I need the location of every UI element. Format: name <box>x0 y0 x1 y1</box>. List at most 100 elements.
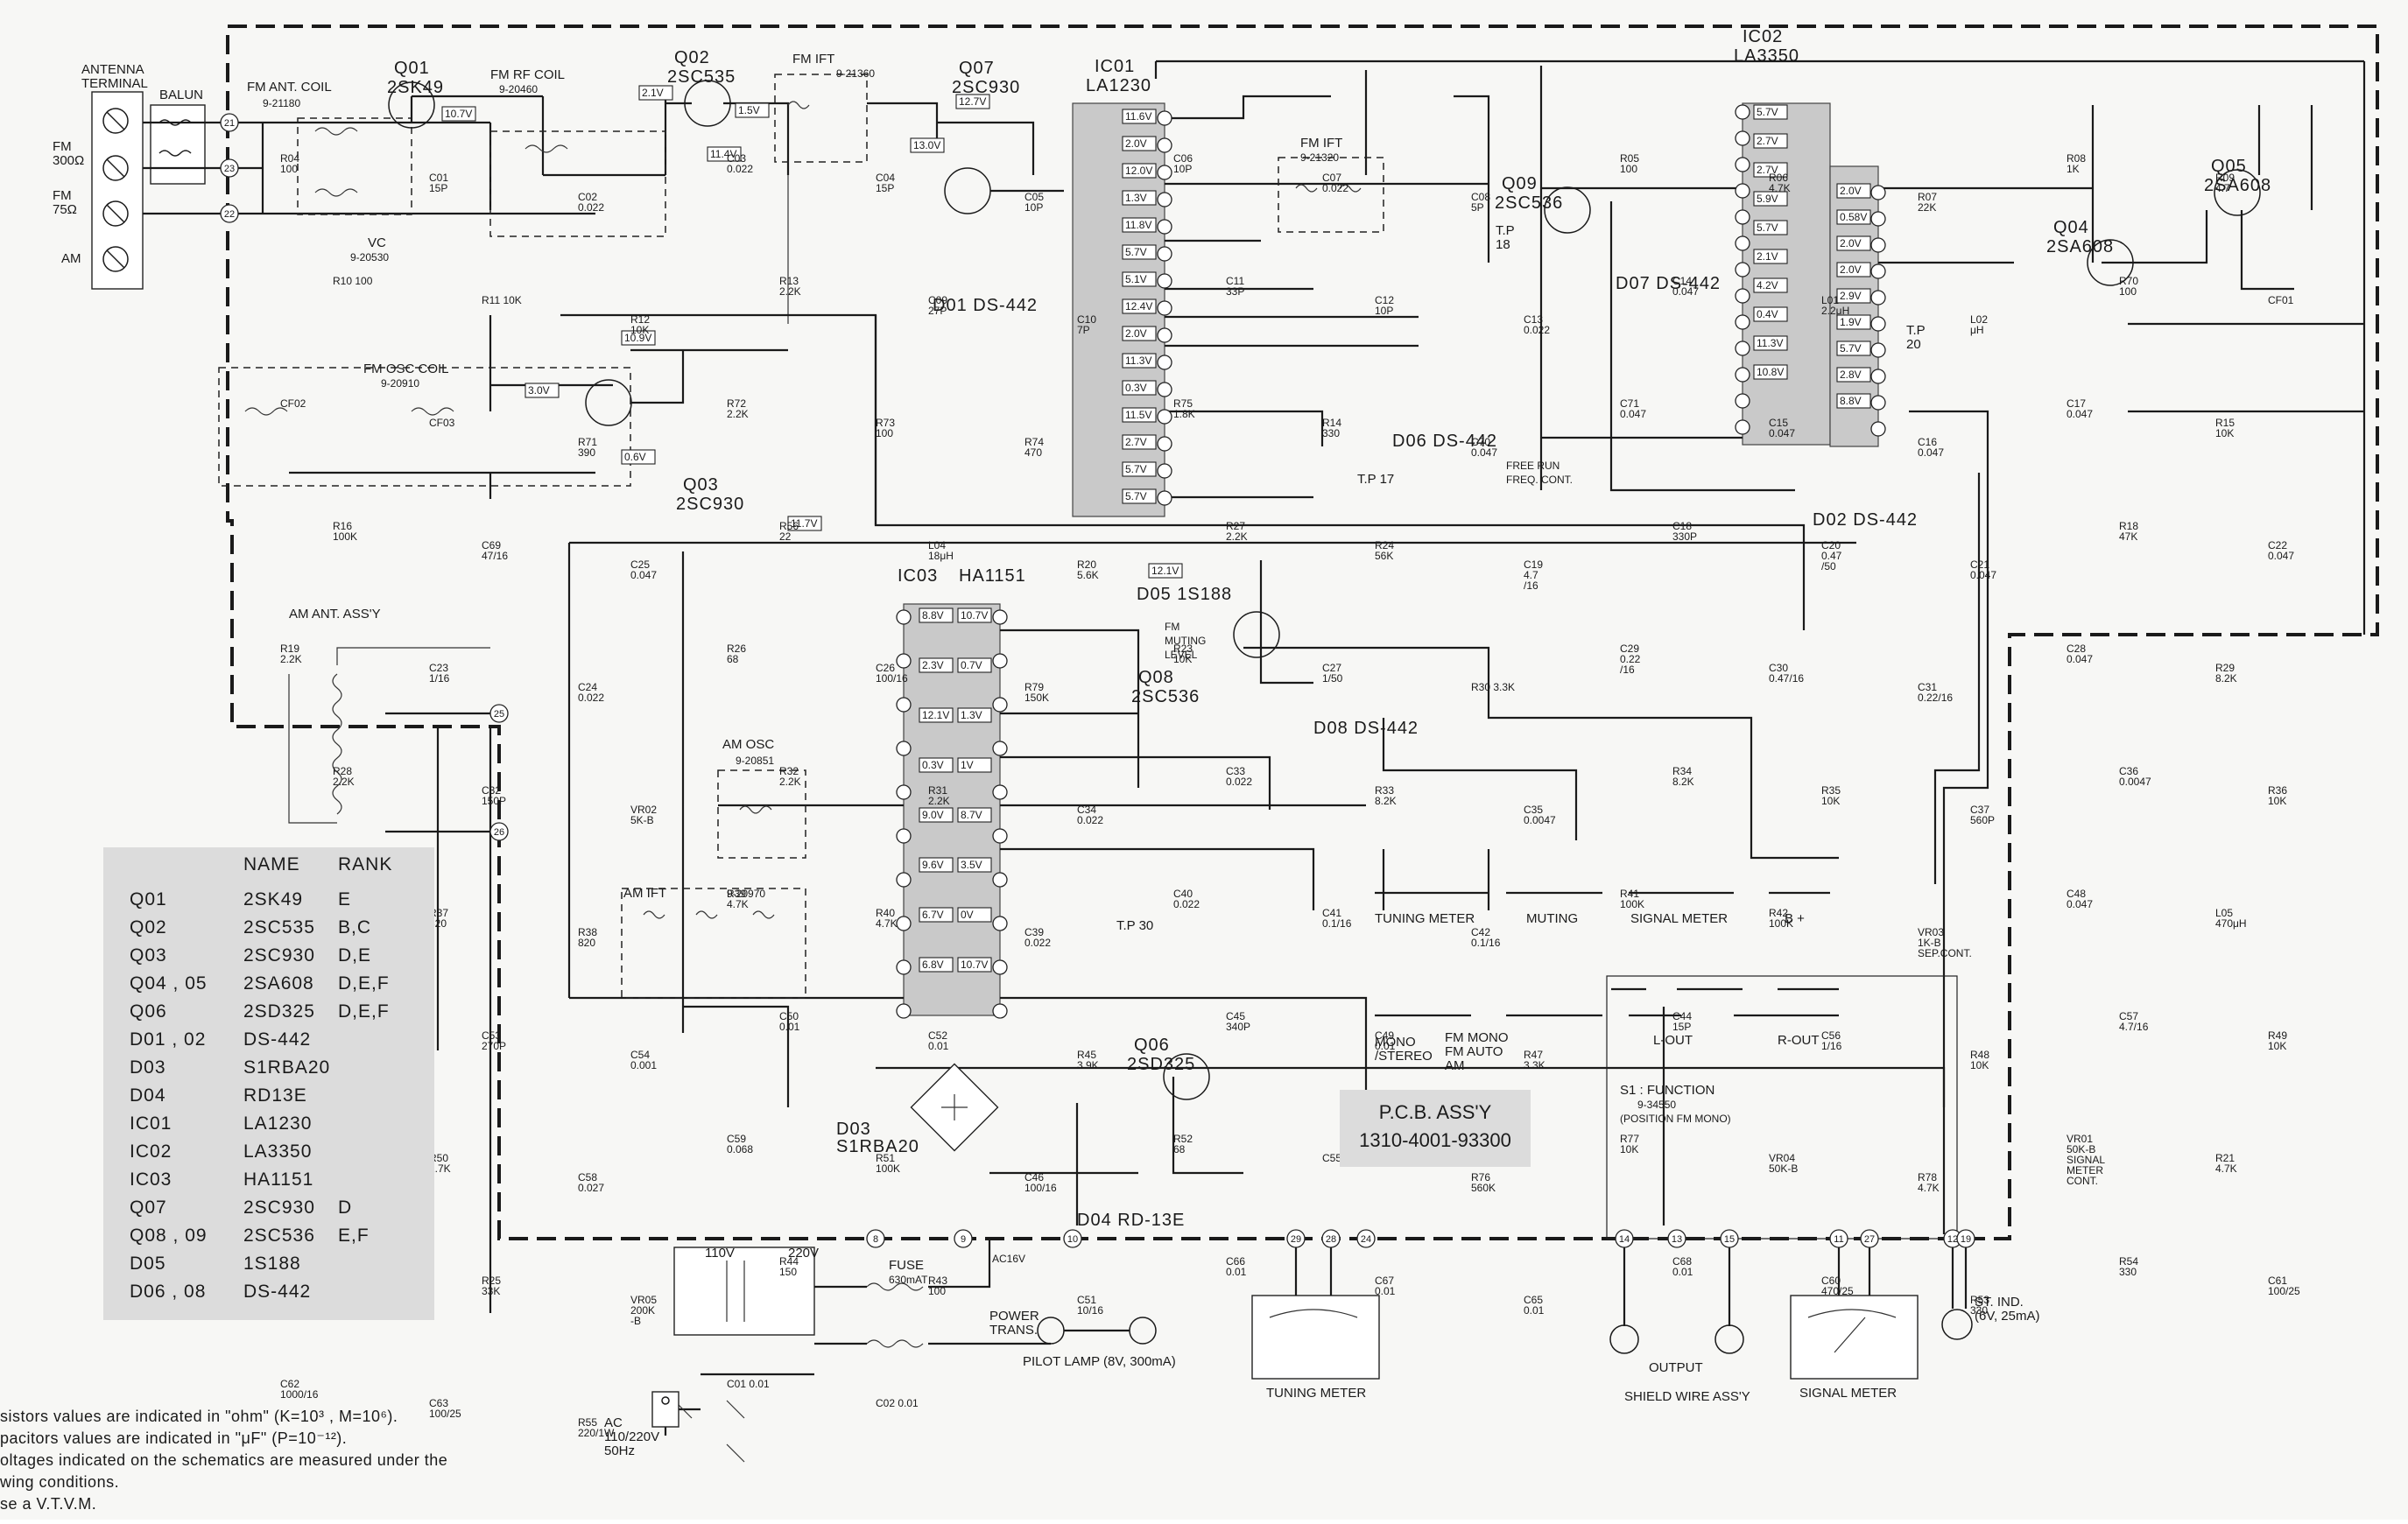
rank-cell: DS-442 <box>243 1282 312 1302</box>
fm-ift2-label: FM IFT <box>1300 136 1342 151</box>
board-pin-number: 23 <box>224 164 235 174</box>
diode-d01: D01 DS-442 <box>933 296 1038 315</box>
ic01-pin <box>1157 137 1172 153</box>
voltage-tag-box <box>957 857 992 873</box>
voltage-tag: 1.3V <box>961 709 982 721</box>
voltage-tag-box <box>1753 191 1788 207</box>
s1-label: S1 : FUNCTION <box>1620 1083 1714 1098</box>
voltage-tag: 10.8V <box>1757 366 1784 378</box>
voltage-tag-box <box>955 94 990 109</box>
diode-d04: D04 RD-13E <box>1077 1211 1185 1230</box>
note-line: oltages indicated on the schematics are … <box>0 1451 448 1469</box>
voltage-tag-box <box>919 957 954 973</box>
fm-ant-coil-label: FM ANT. COIL <box>247 80 332 95</box>
diode-d08: D08 DS-442 <box>1313 719 1419 738</box>
ic02-pin <box>1735 393 1750 409</box>
rank-cell: Q03 <box>130 945 167 966</box>
voltage-tag: 5.7V <box>1125 490 1147 502</box>
voltage-tag: 10.7V <box>961 959 988 971</box>
transistor-ref-q01: Q01 <box>394 59 430 78</box>
voltage-tag-box <box>957 807 992 823</box>
voltage-tag-box <box>1836 209 1871 225</box>
ic02-pin <box>1735 367 1750 383</box>
transistor-part-q03: 2SC930 <box>676 495 744 514</box>
ic01-pin <box>1157 409 1172 425</box>
board-pin-number: 21 <box>224 118 235 129</box>
ac16-label: AC16V <box>992 1253 1025 1265</box>
voltage-tag: 10.9V <box>624 332 651 344</box>
voltage-tag: 2.0V <box>1840 185 1862 197</box>
board-pin-9 <box>954 1229 973 1248</box>
connector-rows-top <box>1375 891 1839 1226</box>
voltage-tag: 10.7V <box>961 609 988 622</box>
voltage-tag-box <box>1836 262 1871 277</box>
s1-position: (POSITION FM MONO) <box>1620 1113 1731 1125</box>
balun <box>150 104 206 185</box>
ic02-pin <box>1870 421 1886 437</box>
wiring <box>436 61 2366 1313</box>
ic03-pin <box>992 609 1008 625</box>
ic-part-ic03: HA1151 <box>959 566 1026 586</box>
fm-ift1-no: 9-21360 <box>836 67 875 80</box>
pcb-line2: 1310-4001-93300 <box>1359 1129 1511 1151</box>
board-pin-24 <box>1356 1229 1376 1248</box>
board-pin-number: 19 <box>1961 1234 1971 1245</box>
voltage-tag-box <box>1753 306 1788 322</box>
transistor-part-q01: 2SK49 <box>387 78 444 97</box>
signal-meter-label: SIGNAL METER <box>1799 1386 1897 1401</box>
voltage-tag: 11.7V <box>791 517 817 530</box>
voltage-tag-box <box>1836 288 1871 304</box>
transistor-ref-q05: Q05 <box>2211 157 2247 176</box>
board-pin-25 <box>489 704 509 723</box>
diode-d07: D07 DS-442 <box>1616 274 1721 293</box>
transistor-ref-q08: Q08 <box>1138 668 1174 687</box>
voltage-tag: 12.0V <box>1125 165 1152 177</box>
component-label: R30 3.3K <box>1471 681 1515 693</box>
voltage-tag-box <box>1753 104 1788 120</box>
voltage-tag: 9.6V <box>922 859 944 871</box>
antenna-terminal <box>91 91 144 290</box>
voltage-tag: 10.7V <box>445 108 472 120</box>
ic02-pin <box>1735 183 1750 199</box>
diode-d06: D06 DS-442 <box>1392 432 1497 451</box>
voltage-tag-box <box>1836 183 1871 199</box>
ic03-pin <box>992 959 1008 975</box>
transistor-part-q02: 2SC535 <box>667 67 736 87</box>
voltage-tag-box <box>621 449 656 465</box>
ic01-pin <box>1157 165 1172 180</box>
voltage-tag-box <box>1122 407 1157 423</box>
board-pin-19 <box>1956 1229 1975 1248</box>
rank-cell: D04 <box>130 1085 166 1106</box>
ic02-pin <box>1870 369 1886 384</box>
